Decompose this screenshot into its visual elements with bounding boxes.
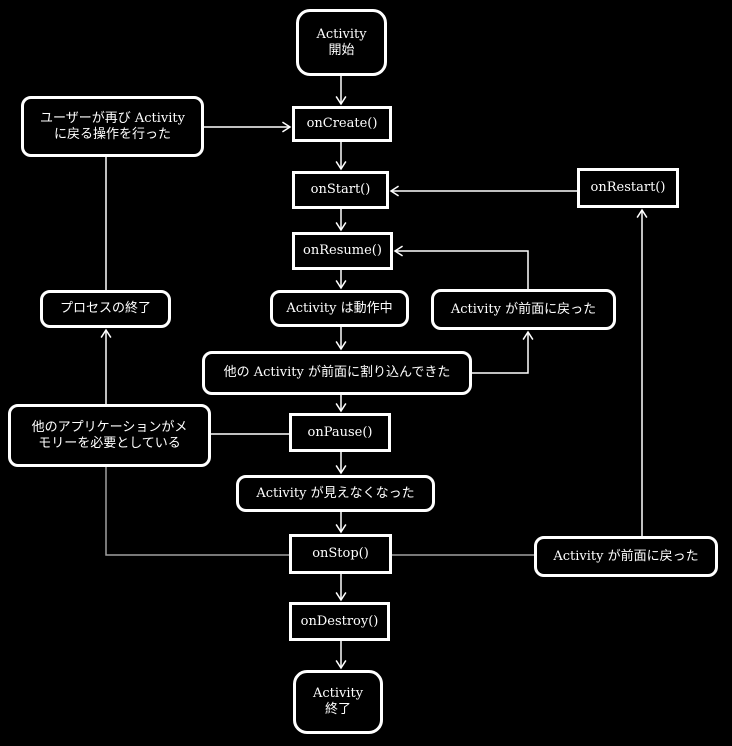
other-app-needs-memory-node: 他のアプリケーションがメ モリーを必要としている xyxy=(8,404,211,467)
connector-line xyxy=(395,250,529,289)
edge-running-to-other-activity-front xyxy=(335,327,347,351)
arrowhead-icon xyxy=(335,341,347,351)
edge-on-destroy-to-end xyxy=(335,641,347,670)
connector-line xyxy=(472,332,529,374)
edge-back-to-front-1-to-on-resume xyxy=(393,245,529,289)
arrowhead-icon xyxy=(335,403,347,413)
arrowhead-icon xyxy=(335,222,347,232)
arrowhead-icon xyxy=(335,280,347,290)
activity-start-node: Activity 開始 xyxy=(296,9,387,76)
on-pause-node: onPause() xyxy=(289,413,391,452)
on-create-node: onCreate() xyxy=(292,106,392,142)
edge-on-start-to-on-resume xyxy=(335,209,347,232)
arrowhead-icon xyxy=(282,121,292,133)
arrowhead-icon xyxy=(393,245,403,257)
process-killed-node: プロセスの終了 xyxy=(40,290,171,328)
edge-on-resume-to-running xyxy=(335,270,347,290)
edge-on-restart-to-on-start xyxy=(389,185,577,197)
arrowhead-icon xyxy=(636,208,648,218)
edge-other-activity-front-to-on-pause xyxy=(335,395,347,413)
user-returns-to-activity-node: ユーザーが再び Activity に戻る操作を行った xyxy=(21,96,204,157)
arrowhead-icon xyxy=(335,96,347,106)
arrowhead-icon xyxy=(389,185,399,197)
arrowhead-icon xyxy=(335,161,347,171)
activity-back-to-front-node-lower: Activity が前面に戻った xyxy=(534,536,718,577)
edge-user-returns-to-on-create xyxy=(204,121,292,133)
edge-other-activity-front-to-back-to-front-1 xyxy=(472,330,534,374)
activity-running-node: Activity は動作中 xyxy=(270,290,409,327)
on-stop-node: onStop() xyxy=(289,534,392,574)
edge-on-stop-to-on-destroy xyxy=(335,574,347,602)
connector-line xyxy=(105,467,289,556)
arrowhead-icon xyxy=(100,328,112,338)
arrowhead-icon xyxy=(335,524,347,534)
activity-back-to-front-node-upper: Activity が前面に戻った xyxy=(431,289,616,330)
arrowhead-icon xyxy=(335,660,347,670)
arrowhead-icon xyxy=(335,465,347,475)
edge-start-to-on-create xyxy=(335,76,347,106)
on-resume-node: onResume() xyxy=(292,232,393,270)
edge-on-stop-to-process-killed xyxy=(105,467,289,556)
activity-end-node: Activity 終了 xyxy=(293,670,383,734)
on-restart-node: onRestart() xyxy=(577,168,679,208)
on-destroy-node: onDestroy() xyxy=(289,602,390,641)
arrowhead-icon xyxy=(335,592,347,602)
other-activity-interrupts-node: 他の Activity が前面に割り込んできた xyxy=(202,351,472,395)
edge-on-pause-to-not-visible xyxy=(335,452,347,475)
edge-not-visible-to-on-stop xyxy=(335,512,347,534)
edge-back-to-front-2-to-on-restart xyxy=(636,208,648,536)
on-start-node: onStart() xyxy=(292,171,389,209)
arrowhead-icon xyxy=(522,330,534,340)
edge-on-create-to-on-start xyxy=(335,142,347,171)
edge-other-app-needs-memory-to-process-killed xyxy=(100,328,112,404)
activity-not-visible-node: Activity が見えなくなった xyxy=(236,475,435,512)
